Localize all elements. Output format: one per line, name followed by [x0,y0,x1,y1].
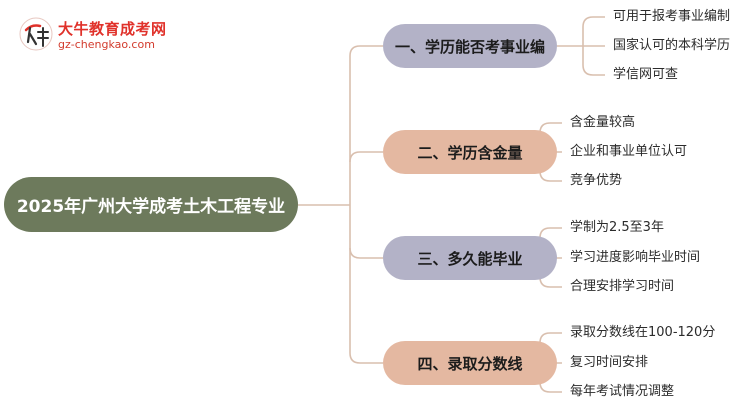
leaf-3-3: 合理安排学习时间 [570,279,675,294]
leaf-1-3: 学信网可查 [613,67,679,82]
leaf-1-1: 可用于报考事业编制 [613,9,731,24]
leaf-3-2: 学习进度影响毕业时间 [570,250,701,265]
branch-node-3: 三、多久能毕业 [383,236,557,280]
branch-1-leaf-connectors [557,16,605,76]
logo: 大牛教育成考网 gz-chengkao.com [18,16,168,56]
leaf-4-1: 录取分数线在100-120分 [570,325,716,340]
branch-3-connector [349,247,383,259]
trunk-connector [349,45,361,364]
leaf-2-2: 企业和事业单位认可 [570,144,688,159]
leaf-4-3: 每年考试情况调整 [570,384,675,399]
logo-mark-icon [19,17,53,51]
branch-node-1: 一、学历能否考事业编 [383,24,557,68]
leaf-1-2: 国家认可的本科学历 [613,38,731,53]
branch-2-connector [349,151,383,163]
logo-title: 大牛教育成考网 [58,20,167,38]
root-node: 2025年广州大学成考土木工程专业 [4,177,298,232]
leaf-2-3: 竞争优势 [570,173,623,188]
branch-node-2: 二、学历含金量 [383,130,557,174]
logo-url: gz-chengkao.com [58,38,155,51]
leaf-2-1: 含金量较高 [570,115,636,130]
leaf-3-1: 学制为2.5至3年 [570,220,664,235]
branch-node-4: 四、录取分数线 [383,341,557,385]
leaf-4-2: 复习时间安排 [570,355,649,370]
